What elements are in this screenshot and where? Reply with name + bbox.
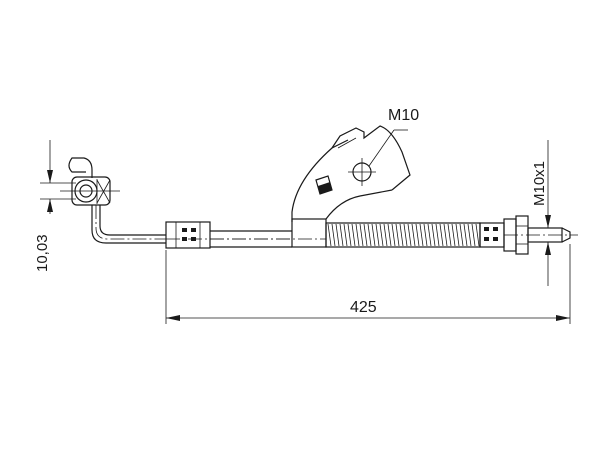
braid-strand xyxy=(411,223,416,247)
braid-strand xyxy=(339,223,344,247)
braid-strand xyxy=(467,223,472,247)
steel-pipe xyxy=(91,205,166,244)
braid-strand xyxy=(383,223,388,247)
braid-strand xyxy=(379,223,384,247)
braid-strand xyxy=(451,223,456,247)
bolt-thread-label: M10 xyxy=(388,107,419,124)
braid-strand xyxy=(447,223,452,247)
braid-strand xyxy=(459,223,464,247)
braid-strand xyxy=(475,223,480,247)
right-end-fitting xyxy=(479,215,578,255)
braid-strand xyxy=(367,223,372,247)
braid-strand xyxy=(331,223,336,247)
braid-strand xyxy=(395,223,400,247)
braid-strand xyxy=(391,223,396,247)
braid-strand xyxy=(415,223,420,247)
left-ferrule xyxy=(165,221,211,249)
braid-strand xyxy=(435,223,440,247)
mounting-bracket: M10 xyxy=(291,107,419,248)
braid-strand xyxy=(363,223,368,247)
braid-strand xyxy=(359,223,364,247)
braid-strand xyxy=(431,223,436,247)
braid-strand xyxy=(351,223,356,247)
braid-strand xyxy=(439,223,444,247)
braid-strand xyxy=(403,223,408,247)
braid-strand xyxy=(407,223,412,247)
flexible-hose xyxy=(325,222,481,248)
braid-strand xyxy=(423,223,428,247)
offset-dimension-label: 10,03 xyxy=(34,234,51,272)
offset-dimension: 10,03 xyxy=(34,140,76,272)
braid-strand xyxy=(371,223,376,247)
braid-strand xyxy=(399,223,404,247)
braid-strand xyxy=(343,223,348,247)
braid-strand xyxy=(375,223,380,247)
braid-strand xyxy=(355,223,360,247)
braid-strand xyxy=(455,223,460,247)
braid-strand xyxy=(347,223,352,247)
braid-strand xyxy=(419,223,424,247)
braid-strand xyxy=(387,223,392,247)
banjo-fitting xyxy=(60,157,120,206)
braid-strand xyxy=(471,223,476,247)
braid-strand xyxy=(427,223,432,247)
length-dimension: 425 xyxy=(165,244,571,324)
braid-strand xyxy=(335,223,340,247)
end-thread-label: M10x1 xyxy=(531,161,548,206)
braid-strand xyxy=(327,223,332,247)
braid-strand xyxy=(443,223,448,247)
length-dimension-label: 425 xyxy=(350,299,377,316)
end-thread-dimension: M10x1 xyxy=(531,140,560,286)
hose-braid xyxy=(327,223,480,247)
braid-strand xyxy=(463,223,468,247)
